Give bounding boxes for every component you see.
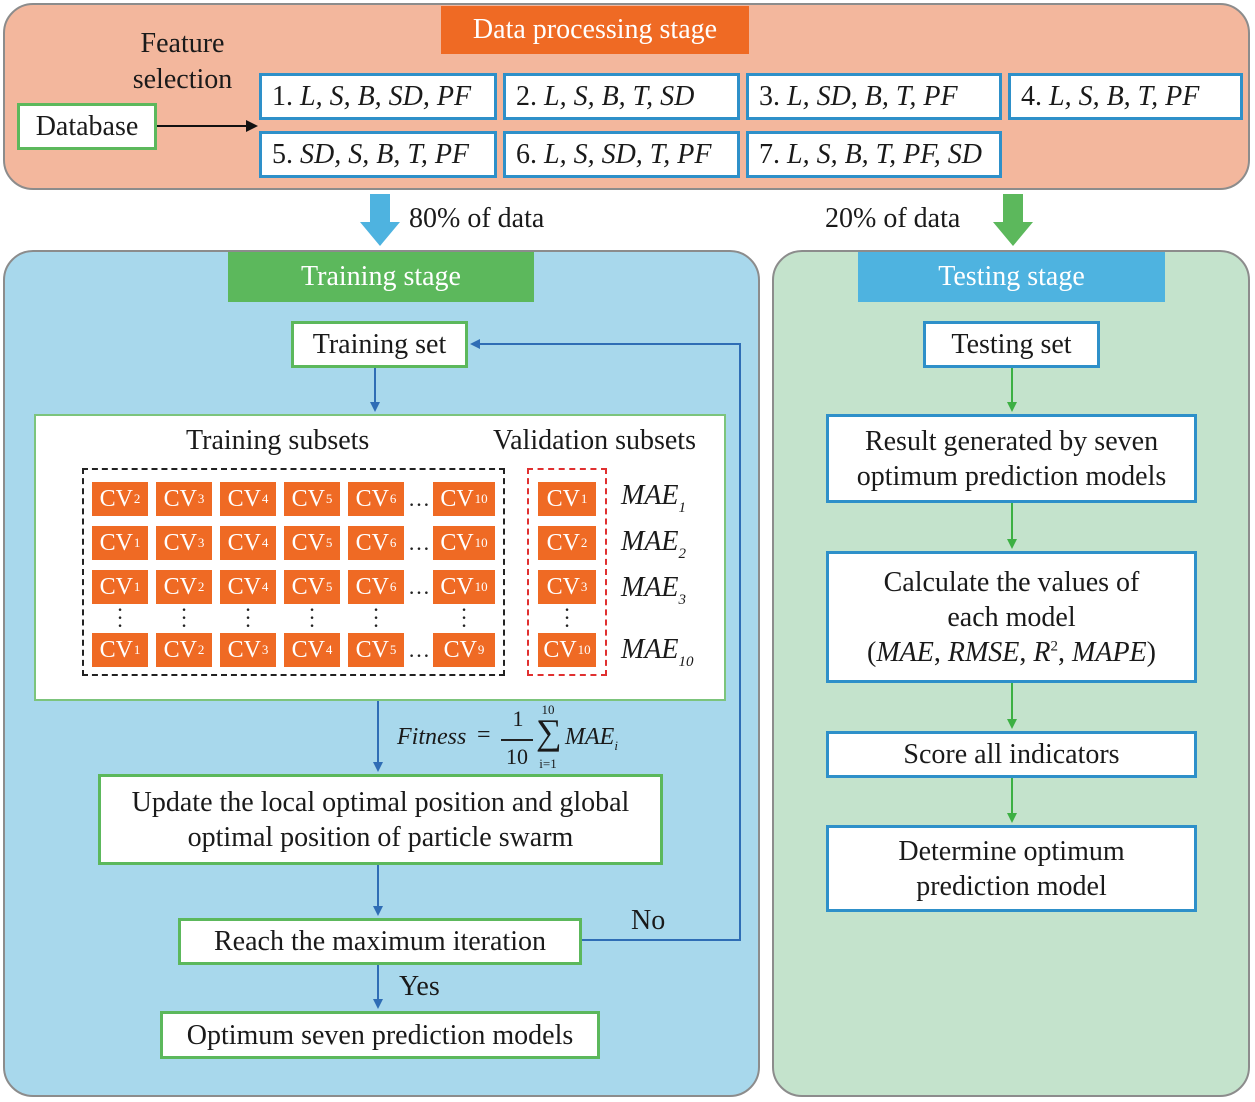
training-set-box: Training set xyxy=(291,321,468,368)
feature-combo-4: 4. L, S, B, T, PF xyxy=(1008,73,1243,120)
data-processing-banner: Data processing stage xyxy=(441,6,749,54)
testing-set-box: Testing set xyxy=(923,321,1100,368)
training-subsets-group xyxy=(82,468,505,676)
feature-combo-5: 5. SD, S, B, T, PF xyxy=(259,131,497,178)
test-split-arrow xyxy=(993,194,1033,246)
vertical-ellipsis: ··· xyxy=(116,597,124,638)
feature-combo-7: 7. L, S, B, T, PF, SD xyxy=(746,131,1002,178)
ellipsis: … xyxy=(408,637,430,662)
max-iteration-box: Reach the maximum iteration xyxy=(178,918,582,965)
vertical-ellipsis: ··· xyxy=(563,597,571,638)
validation-subsets-group xyxy=(527,468,607,676)
database-box: Database xyxy=(17,103,157,150)
feature-combo-2: 2. L, S, B, T, SD xyxy=(503,73,740,120)
result-box: Result generated by seven optimum predic… xyxy=(826,414,1197,503)
mae-label: MAE2 xyxy=(621,526,687,562)
train-split-label: 80% of data xyxy=(409,203,545,234)
train-split-arrow xyxy=(360,194,400,246)
ellipsis: … xyxy=(408,574,430,599)
vertical-ellipsis: ··· xyxy=(180,597,188,638)
mae-label: MAE3 xyxy=(621,572,687,608)
determine-model-box: Determine optimum prediction model xyxy=(826,825,1197,912)
feature-combo-3: 3. L, SD, B, T, PF xyxy=(746,73,1002,120)
no-label: No xyxy=(631,905,666,936)
fitness-formula: Fitness = 1 10 10 ∑ i=1 MAEi xyxy=(397,702,618,771)
vertical-ellipsis: ··· xyxy=(372,597,380,638)
training-banner: Training stage xyxy=(228,252,534,302)
arrow-loop-no xyxy=(470,339,741,941)
calculate-values-box: Calculate the values of each model (MAE,… xyxy=(826,551,1197,683)
mae-label: MAE10 xyxy=(621,634,694,670)
test-split-label: 20% of data xyxy=(825,203,961,234)
testing-banner: Testing stage xyxy=(858,252,1165,302)
vertical-ellipsis: ··· xyxy=(308,597,316,638)
feature-selection-label: Feature selection xyxy=(132,28,233,95)
optimum-models-box: Optimum seven prediction models xyxy=(160,1011,600,1059)
vertical-ellipsis: ··· xyxy=(460,597,468,638)
mae-label: MAE1 xyxy=(621,480,687,516)
ellipsis: … xyxy=(408,486,430,511)
feature-combo-1: 1. L, S, B, SD, PF xyxy=(259,73,497,120)
metrics-list: (MAE, RMSE, R2, MAPE) xyxy=(867,636,1156,668)
vertical-ellipsis: ··· xyxy=(244,597,252,638)
update-position-box: Update the local optimal position and gl… xyxy=(98,774,663,865)
training-subsets-label: Training subsets xyxy=(186,425,370,456)
feature-combo-6: 6. L, S, SD, T, PF xyxy=(503,131,740,178)
ellipsis: … xyxy=(408,530,430,555)
score-indicators-box: Score all indicators xyxy=(826,731,1197,778)
yes-label: Yes xyxy=(399,971,440,1002)
validation-subsets-label: Validation subsets xyxy=(493,425,696,456)
